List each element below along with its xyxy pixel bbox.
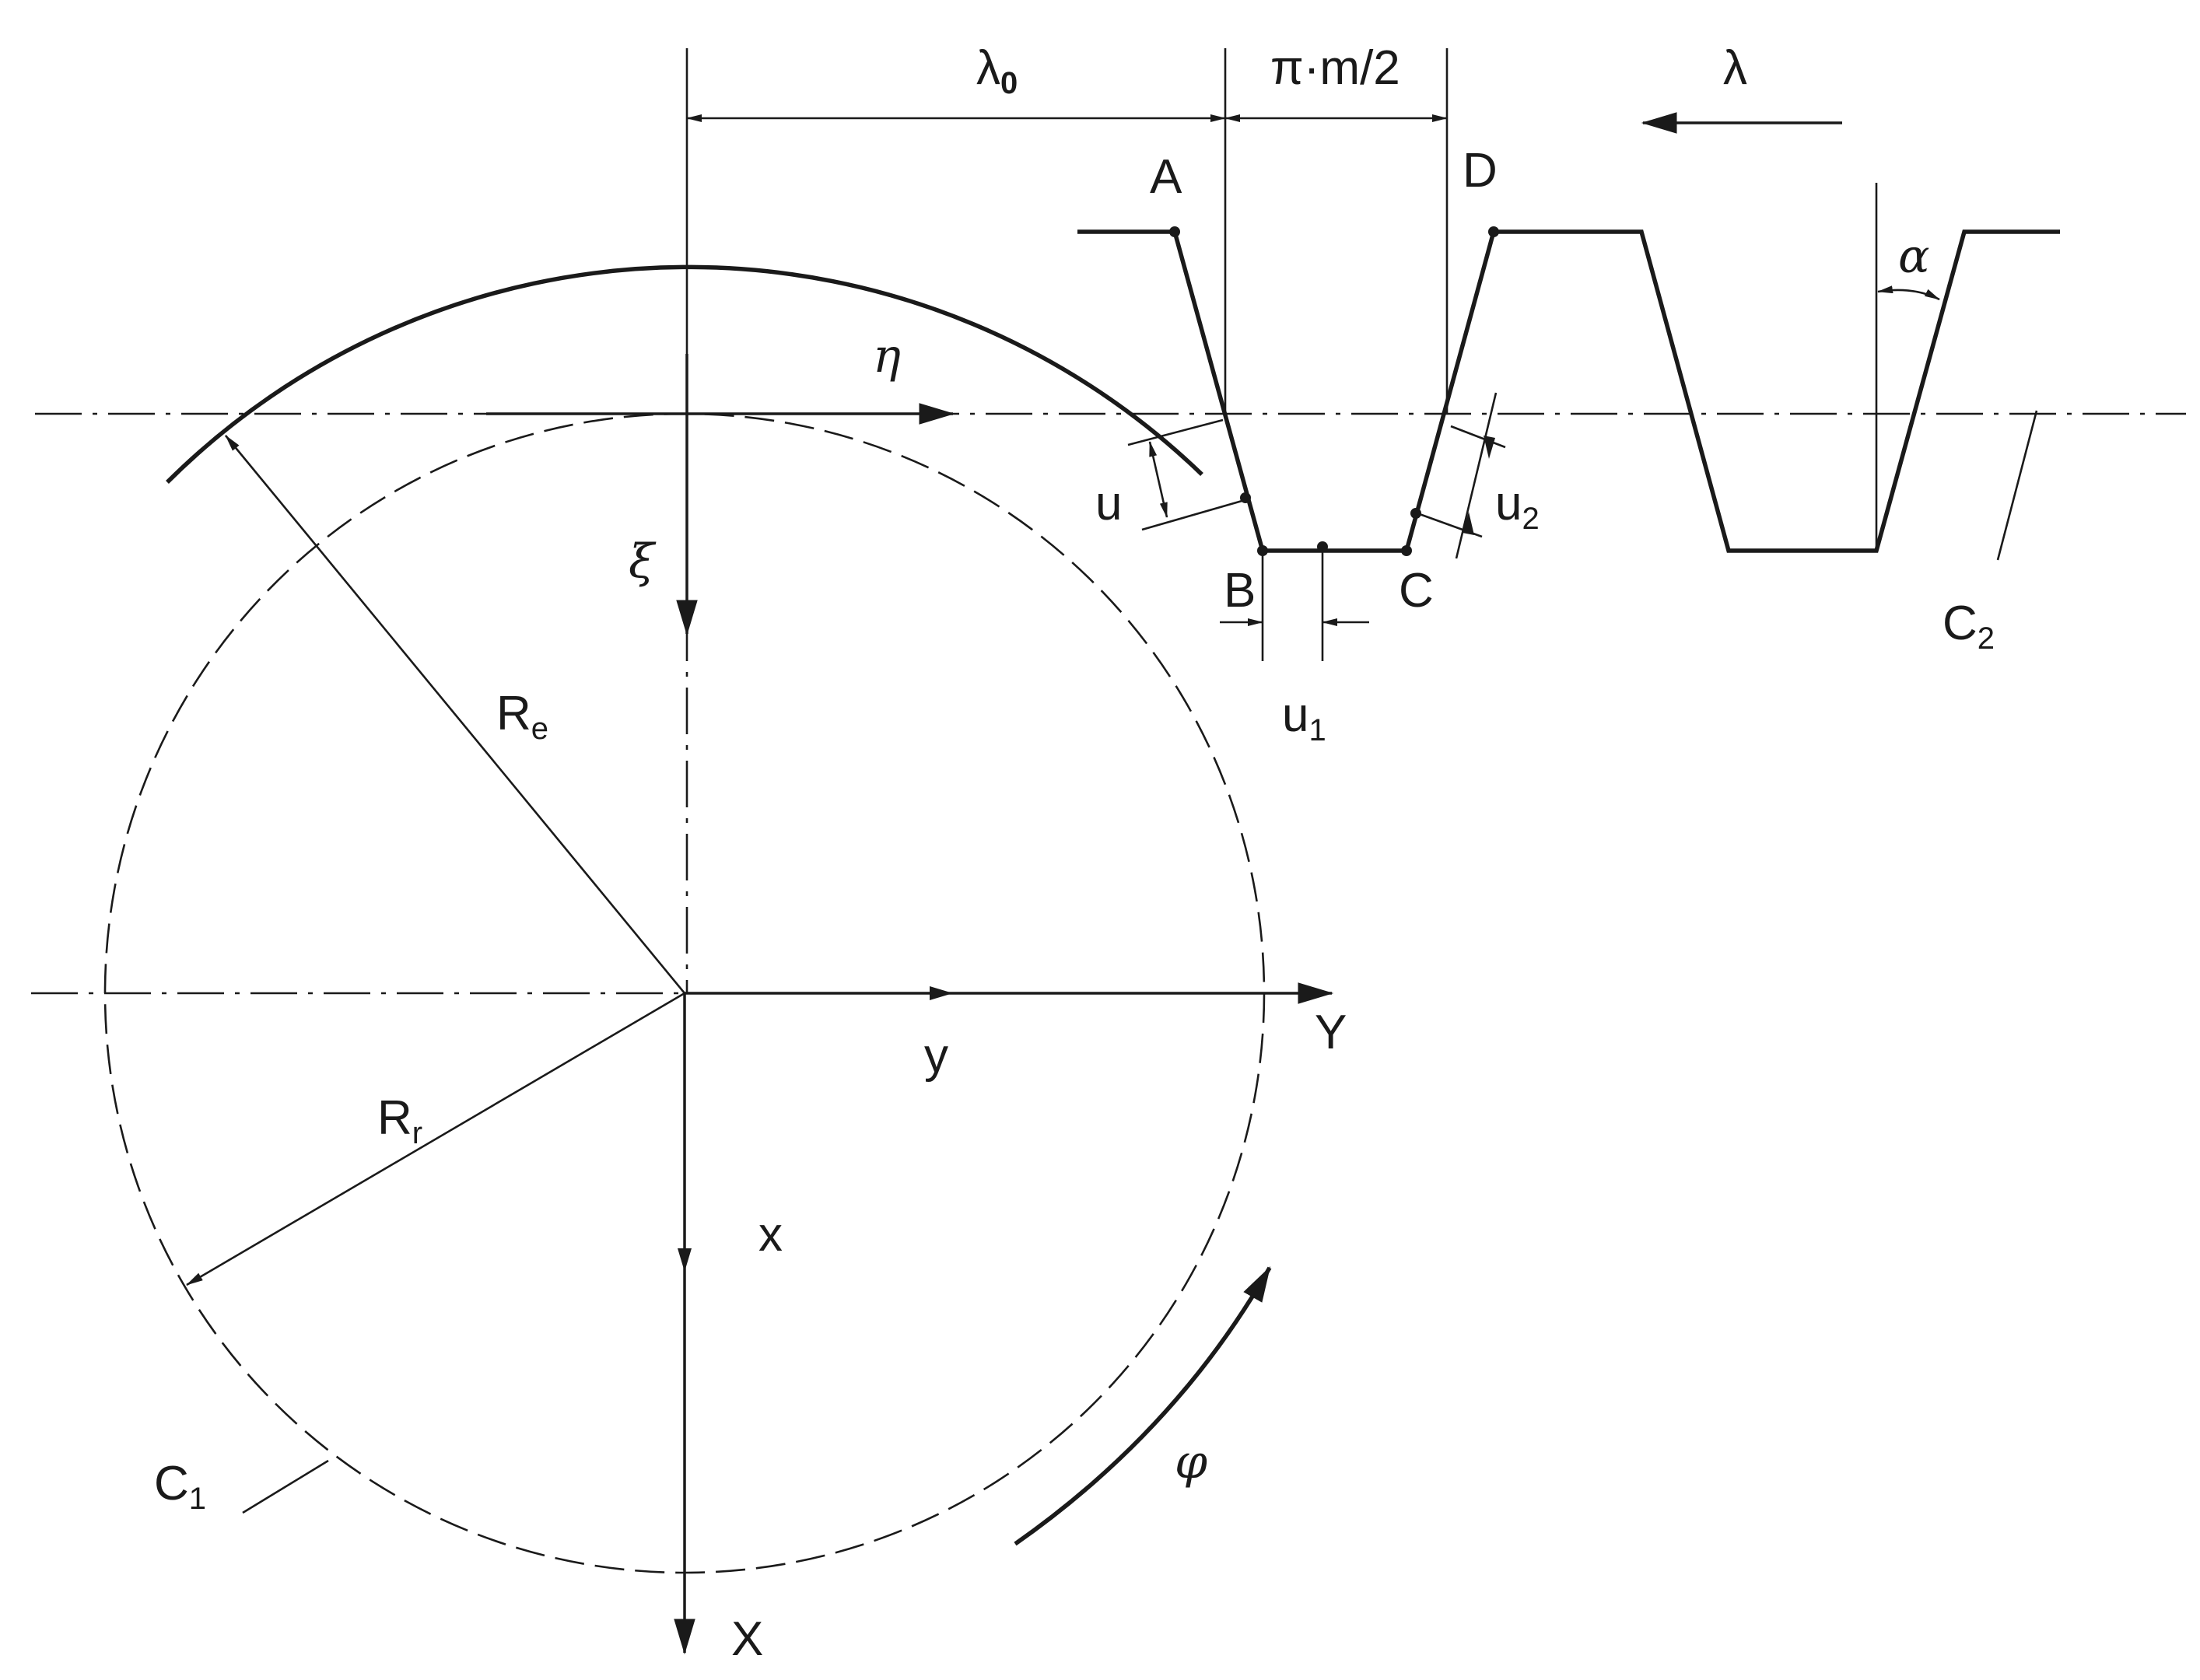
label-phi: φ <box>1175 1435 1207 1489</box>
tip-circle-arc <box>166 264 1203 484</box>
point-u1-mid <box>1317 541 1328 552</box>
u-extension-top <box>1127 418 1224 446</box>
label-x-small: x <box>758 1208 783 1262</box>
label-rr: Rr <box>377 1091 422 1150</box>
u2-arrow-top <box>1484 436 1495 459</box>
label-u: u <box>1095 477 1122 530</box>
point-d <box>1488 226 1499 237</box>
u2-dimension-line <box>1455 392 1498 559</box>
label-eta: η <box>873 329 901 383</box>
y-axis-small-arrow <box>930 986 953 1000</box>
rack-profile <box>1077 229 2060 553</box>
label-lambda: λ <box>1723 41 1747 95</box>
label-xi: ξ <box>629 534 657 589</box>
label-u1: u1 <box>1282 688 1326 747</box>
label-u2: u2 <box>1495 477 1540 536</box>
x-axis-small-arrow <box>678 1248 692 1272</box>
label-y-large: Y <box>1315 1006 1347 1059</box>
alpha-angle-arc <box>1877 285 1940 301</box>
label-alpha: α <box>1898 229 1930 284</box>
c2-leader-line <box>1996 410 2038 561</box>
u2-arrow-bottom <box>1463 512 1474 535</box>
label-lambda0: λ0 <box>976 41 1018 100</box>
radius-rr-line <box>186 992 685 1286</box>
c1-leader-line <box>242 1459 329 1514</box>
label-c2: C2 <box>1943 597 1995 656</box>
point-c <box>1401 545 1412 556</box>
label-d: D <box>1463 144 1498 198</box>
label-c1: C1 <box>154 1457 206 1516</box>
point-a <box>1169 226 1180 237</box>
u-extension-bottom <box>1141 499 1245 531</box>
radius-re-line <box>224 435 686 994</box>
label-c: C <box>1399 564 1434 618</box>
label-re: Re <box>496 687 548 746</box>
phi-rotation-arrow <box>1014 1266 1272 1546</box>
label-x-large: X <box>731 1612 763 1666</box>
label-b: B <box>1224 564 1256 618</box>
label-y-small: y <box>924 1029 948 1083</box>
label-pitch-half: π·m/2 <box>1270 41 1400 95</box>
label-a: A <box>1150 150 1182 204</box>
u2-extension-top <box>1450 425 1506 449</box>
point-u2-right <box>1410 508 1421 519</box>
u-dimension-line <box>1148 441 1168 518</box>
